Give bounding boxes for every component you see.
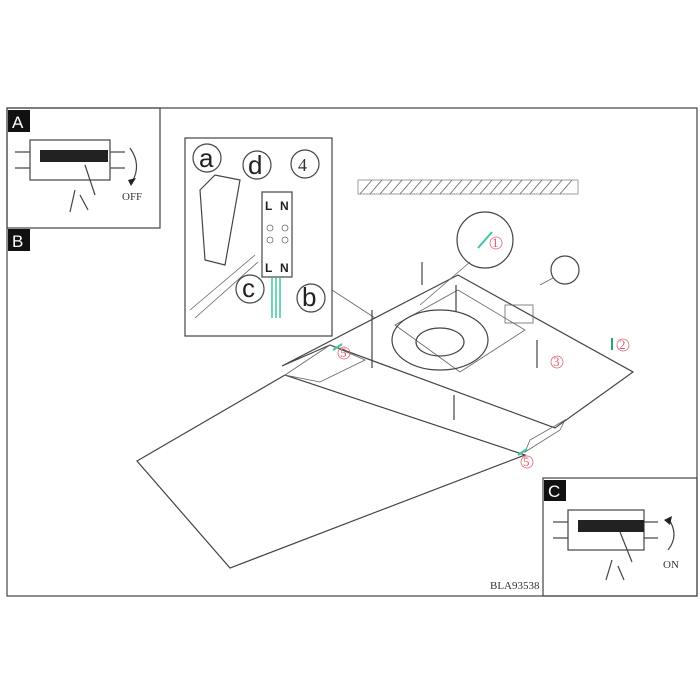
ceiling-hatch <box>357 179 579 195</box>
panel-a-label: A <box>12 113 24 132</box>
light-panel <box>136 344 566 569</box>
arrow-down-icon <box>129 147 138 183</box>
step-2: 2 <box>619 337 626 352</box>
terminal-bottom-n: N <box>280 261 289 275</box>
model-code: BLA93538 <box>490 580 540 592</box>
terminal-cover <box>199 174 241 266</box>
driver-box <box>504 304 534 324</box>
detail-magnifier-small <box>550 255 580 285</box>
step-5-right: 5 <box>523 454 530 469</box>
hand-icon <box>605 531 633 581</box>
panel-c-label-box <box>544 480 566 501</box>
circuit-breaker-icon <box>15 139 125 181</box>
terminal-top-n: N <box>280 199 289 213</box>
panel-b-label: B <box>12 232 23 251</box>
callout-c: c <box>242 273 255 303</box>
wiring-inset: 4 a d c b L N L N <box>184 137 376 337</box>
detail-magnifier <box>456 211 514 269</box>
terminal-block <box>261 191 293 278</box>
circuit-breaker-icon <box>553 509 658 551</box>
ceiling-plate <box>281 262 635 429</box>
step-markers: 1 2 3 5 5 <box>332 235 630 469</box>
panel-a: A OFF <box>6 107 161 229</box>
panel-a-action: OFF <box>122 191 142 203</box>
callout-b: b <box>302 282 316 312</box>
outer-frame <box>6 107 698 597</box>
supply-wires <box>271 278 281 318</box>
panel-b-label-box <box>8 229 30 251</box>
panel-a-label-box <box>8 110 30 132</box>
panel-c: C ON <box>542 477 698 597</box>
panel-c-action: ON <box>663 559 679 571</box>
terminal-bottom-l: L <box>265 261 272 275</box>
step-5-left: 5 <box>340 345 347 360</box>
step-3: 3 <box>553 354 560 369</box>
callout-a: a <box>199 143 214 173</box>
cable <box>189 254 259 319</box>
step-1: 1 <box>492 235 499 250</box>
hand-icon <box>69 164 96 213</box>
panel-c-label: C <box>548 482 560 501</box>
step-number: 4 <box>298 155 307 175</box>
terminal-top-l: L <box>265 199 272 213</box>
callout-d: d <box>248 150 262 180</box>
